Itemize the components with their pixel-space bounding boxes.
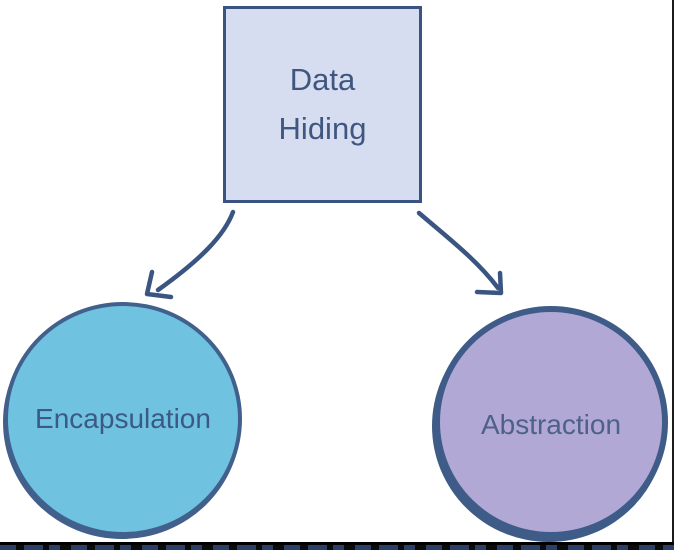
node-abstraction: Abstraction bbox=[434, 306, 668, 538]
node-encapsulation-label: Encapsulation bbox=[35, 403, 211, 434]
node-data-hiding: Data Hiding bbox=[223, 6, 422, 203]
node-abstraction-label: Abstraction bbox=[480, 409, 622, 440]
arrow-to-abstraction-icon bbox=[416, 210, 504, 296]
node-encapsulation: Encapsulation bbox=[4, 302, 242, 536]
cropped-bottom-strip bbox=[0, 542, 674, 550]
right-frame-line bbox=[672, 0, 674, 543]
node-data-hiding-label: Data Hiding bbox=[278, 62, 367, 146]
arrow-to-encapsulation-icon bbox=[144, 209, 236, 300]
